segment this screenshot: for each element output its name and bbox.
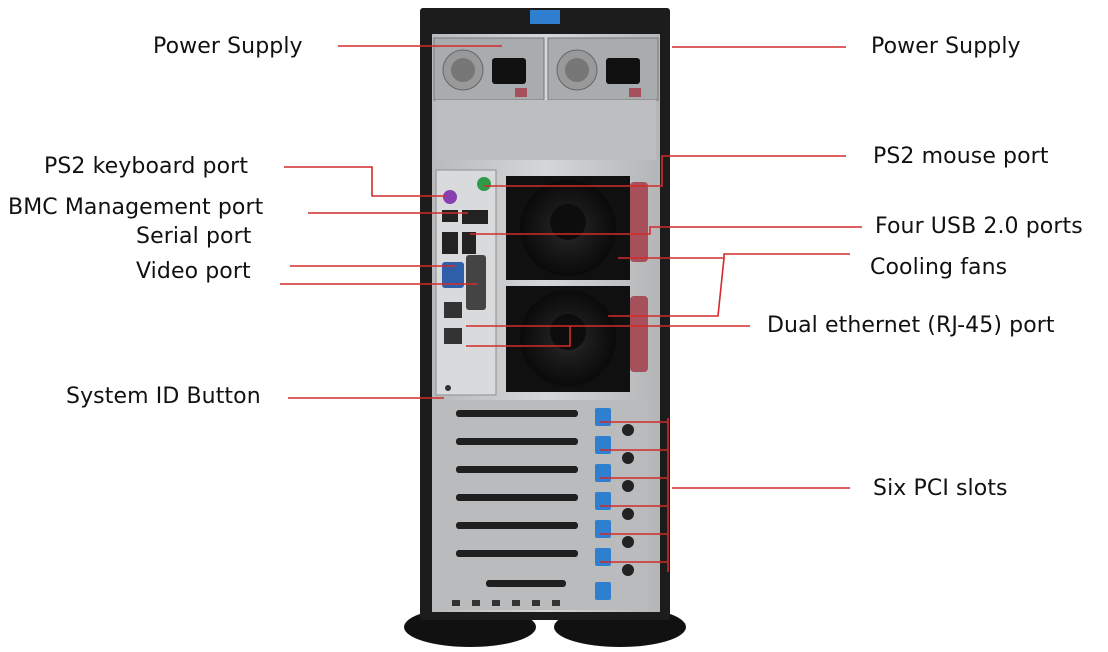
power-supply-units <box>433 37 659 160</box>
label-power-supply-left: Power Supply <box>153 34 303 59</box>
label-bmc-management: BMC Management port <box>8 195 264 220</box>
label-power-supply-right: Power Supply <box>871 34 1021 59</box>
label-usb: Four USB 2.0 ports <box>875 214 1083 239</box>
leader-cooling-fans-2 <box>608 257 725 317</box>
cooling-fan-bottom <box>506 286 630 392</box>
leader-dual-ethernet-2 <box>466 326 571 347</box>
fan-latches <box>630 182 648 372</box>
leader-usb <box>470 226 862 235</box>
cooling-fan-top <box>506 176 630 280</box>
label-ps2-keyboard: PS2 keyboard port <box>44 154 249 179</box>
leader-lines <box>280 45 862 572</box>
label-ps2-mouse: PS2 mouse port <box>873 144 1049 169</box>
label-serial: Serial port <box>136 224 252 249</box>
label-cooling-fans: Cooling fans <box>870 255 1008 280</box>
io-shield <box>435 169 497 396</box>
pci-slot-area <box>436 400 648 610</box>
label-video: Video port <box>136 259 251 284</box>
leader-ps2-keyboard <box>284 166 446 197</box>
leader-cooling-fans-1 <box>618 253 850 259</box>
label-pci-slots: Six PCI slots <box>873 476 1008 501</box>
label-system-id: System ID Button <box>66 384 261 409</box>
leader-ps2-mouse <box>484 155 846 187</box>
label-dual-ethernet: Dual ethernet (RJ-45) port <box>767 313 1055 338</box>
